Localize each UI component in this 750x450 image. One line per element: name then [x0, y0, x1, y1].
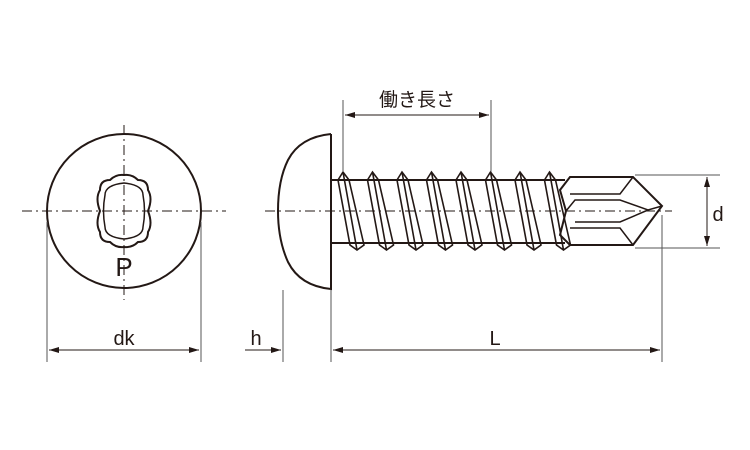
head-outline: [46, 133, 202, 289]
drill-point: [558, 176, 664, 246]
square-recess-icon: [96, 173, 152, 249]
thread-crest: [396, 170, 424, 251]
side-view: [265, 133, 672, 291]
d-label: d: [712, 204, 723, 226]
thread-crest: [425, 170, 454, 251]
recess-inner: [102, 182, 146, 240]
drill-flutes: [565, 176, 663, 246]
head-marking-label: P: [115, 252, 132, 282]
top-view: [22, 125, 226, 300]
dk-label: dk: [113, 328, 135, 350]
dimensions: [46, 100, 720, 362]
h-label: h: [250, 328, 261, 350]
threads: [337, 170, 572, 251]
working-length-label: 働き長さ: [379, 89, 455, 111]
thread-crest: [514, 170, 542, 251]
thread-crest: [366, 170, 395, 251]
l-label: L: [489, 328, 500, 350]
thread-crest: [455, 170, 483, 251]
head-profile: [276, 133, 332, 291]
